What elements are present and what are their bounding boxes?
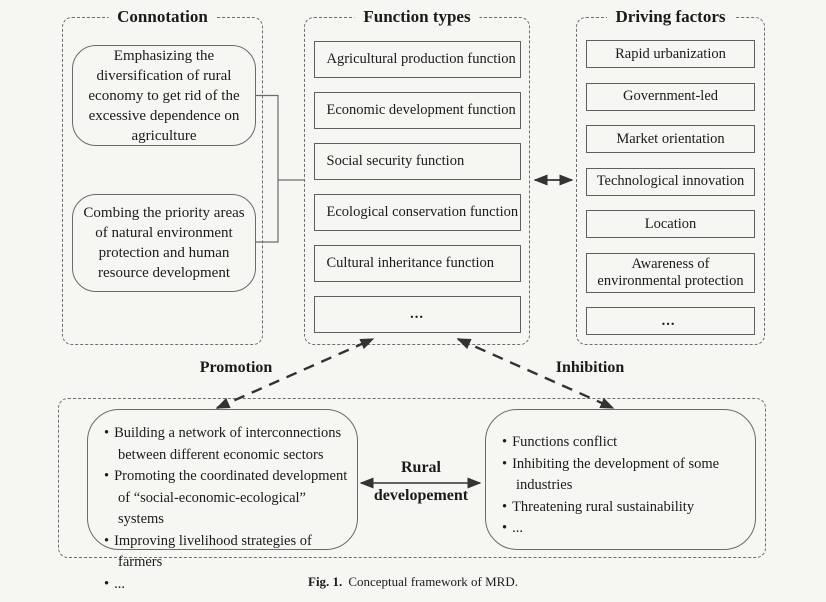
promotion-effects-box: •Building a network of interconnections … bbox=[87, 409, 358, 592]
bullet-icon: • bbox=[104, 468, 110, 484]
rural-development-section: •Building a network of interconnections … bbox=[58, 398, 766, 592]
function-item: Social security function bbox=[313, 143, 521, 180]
driving-item: Rapid urbanization bbox=[586, 40, 755, 68]
list-item: •Building a network of interconnections … bbox=[104, 425, 342, 463]
bullet-icon: • bbox=[104, 425, 110, 441]
bullet-icon: • bbox=[502, 520, 508, 536]
list-item: •Threatening rural sustainability bbox=[502, 498, 695, 515]
connotation-box-text: Emphasizing the diversification of rural… bbox=[88, 47, 240, 144]
function-types-list: Agricultural production function Economi… bbox=[305, 41, 529, 333]
driving-factors-section: Driving factors Rapid urbanization Gover… bbox=[576, 6, 765, 345]
driving-item: Technological innovation bbox=[586, 167, 755, 196]
figure-caption-number: Fig. 1. bbox=[308, 574, 343, 589]
function-item-ellipsis: ... bbox=[313, 296, 521, 333]
function-types-title: Function types bbox=[354, 6, 480, 28]
function-types-section: Function types Agricultural production f… bbox=[304, 6, 530, 345]
bullet-icon: • bbox=[502, 498, 508, 515]
list-item: •... bbox=[104, 575, 125, 592]
connotation-section: Connotation Emphasizing the diversificat… bbox=[62, 6, 263, 345]
bullet-icon: • bbox=[502, 434, 508, 450]
driving-factors-title: Driving factors bbox=[606, 6, 735, 28]
connotation-box-text: Combing the priority areas of natural en… bbox=[83, 205, 245, 281]
function-item: Economic development function bbox=[313, 92, 521, 129]
inhibition-effects-box: •Functions conflict •Inhibiting the deve… bbox=[485, 409, 756, 550]
promotion-label: Promotion bbox=[199, 359, 273, 376]
connotation-box-diversification: Emphasizing the diversification of rural… bbox=[72, 45, 256, 146]
list-item: •Promoting the coordinated development o… bbox=[104, 468, 348, 527]
figure-caption-text: Conceptual framework of MRD. bbox=[348, 574, 518, 589]
figure-caption: Fig. 1. Conceptual framework of MRD. bbox=[0, 574, 826, 590]
driving-item-ellipsis: ... bbox=[586, 307, 755, 335]
list-item: •... bbox=[502, 520, 523, 536]
function-item: Agricultural production function bbox=[313, 41, 521, 78]
bullet-icon: • bbox=[104, 575, 110, 592]
list-item: •Functions conflict bbox=[502, 434, 618, 450]
inhibition-label: Inhibition bbox=[555, 359, 625, 376]
rural-development-label-line1: Rural bbox=[401, 459, 441, 476]
driving-item: Awareness of environmental protection bbox=[586, 252, 755, 293]
connotation-title: Connotation bbox=[108, 6, 217, 28]
driving-item: Location bbox=[586, 210, 755, 238]
function-item: Cultural inheritance function bbox=[313, 245, 521, 282]
function-item: Ecological conservation function bbox=[313, 194, 521, 231]
driving-factors-list: Rapid urbanization Government-led Market… bbox=[577, 40, 764, 335]
list-item: •Inhibiting the development of some indu… bbox=[502, 455, 720, 494]
rural-development-label-line2: developement bbox=[373, 487, 469, 504]
driving-item: Market orientation bbox=[586, 125, 755, 153]
bullet-icon: • bbox=[502, 455, 508, 472]
bullet-icon: • bbox=[104, 532, 110, 549]
driving-item: Government-led bbox=[586, 82, 755, 111]
list-item: •Improving livelihood strategies of farm… bbox=[104, 532, 312, 571]
connotation-box-priority-areas: Combing the priority areas of natural en… bbox=[72, 194, 256, 292]
